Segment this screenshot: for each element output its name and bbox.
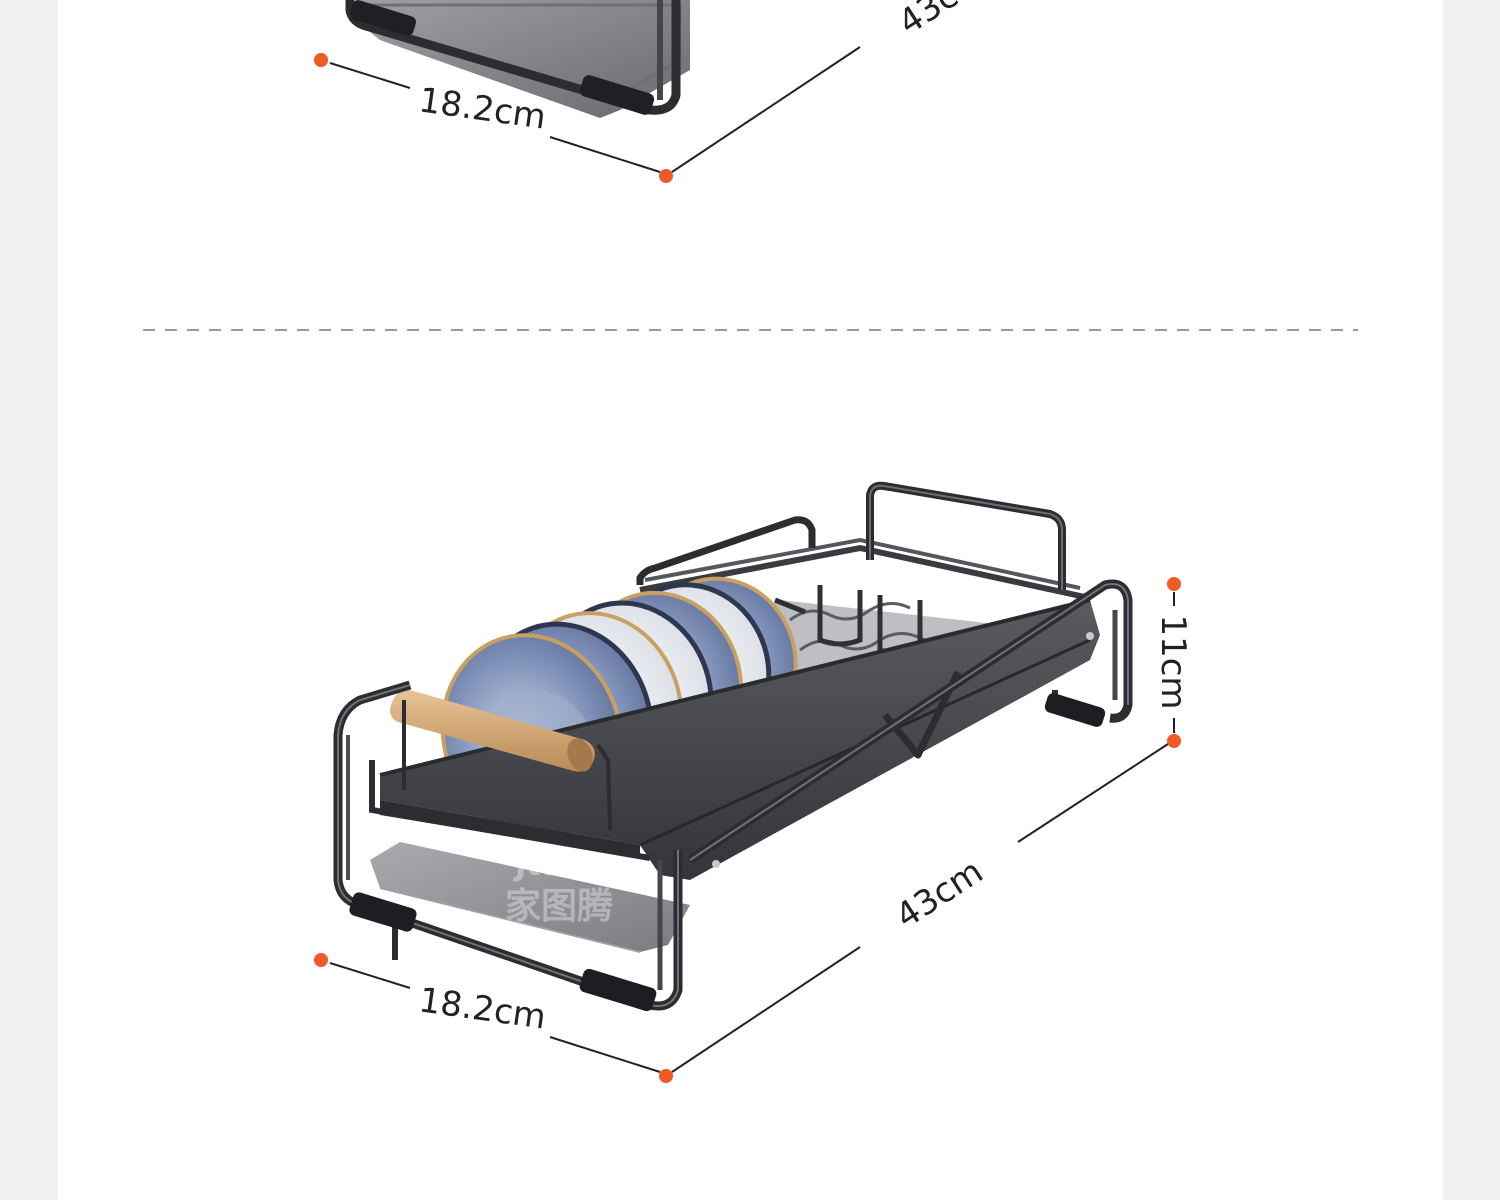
dimension-endpoint-dot <box>659 169 673 183</box>
dimension-endpoint-dot <box>314 953 328 967</box>
top-rack-illustration <box>345 0 690 118</box>
rack-foot <box>579 968 657 1012</box>
bottom-height-dimension: 11cm <box>1153 577 1193 733</box>
rack-foot <box>349 892 417 932</box>
top-length-label: 43c <box>891 0 965 43</box>
watermark-cjk: 家图腾 <box>505 886 614 927</box>
dimension-endpoint-dot <box>659 1069 673 1083</box>
wooden-handle <box>390 689 612 831</box>
watermark-latin: Jtutm <box>513 848 607 883</box>
bottom-width-label: 18.2cm <box>416 980 548 1037</box>
rack-foot <box>1044 693 1106 727</box>
top-length-dimension: 43c <box>671 0 965 173</box>
bottom-height-label: 11cm <box>1153 614 1193 709</box>
bottom-rack-illustration: Jtutm 家图腾 <box>333 481 1133 1012</box>
dimension-endpoint-dot <box>314 53 328 67</box>
bottom-length-label: 43cm <box>889 851 991 936</box>
dimension-endpoint-dot <box>1167 577 1181 591</box>
dimension-endpoint-dot <box>1167 734 1181 748</box>
bottom-width-dimension: 18.2cm <box>314 953 673 1083</box>
